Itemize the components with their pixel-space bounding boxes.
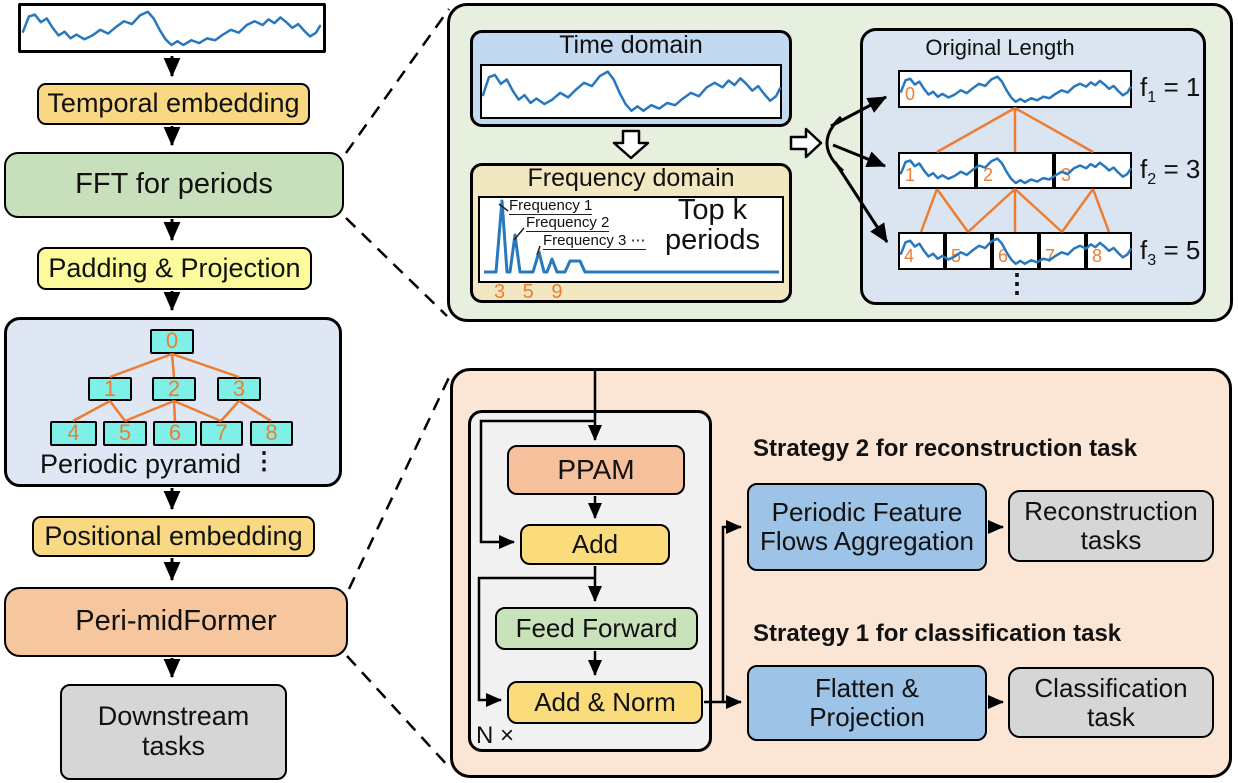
pyramid-node-2-label: 2 [167, 375, 181, 401]
levels-ellipsis: ⋮ [1004, 268, 1030, 298]
pyramid-node-1-label: 1 [103, 375, 117, 401]
peri-midformer-label: Peri-midFormer [75, 605, 277, 638]
f1-base: f [1140, 72, 1148, 102]
frequency-2-label: Frequency 2 [526, 214, 610, 232]
f1-sub: 1 [1147, 88, 1157, 107]
add-norm-box: Add & Norm [507, 681, 703, 724]
top-k-periods-label: Top k periods [645, 195, 780, 256]
dashed-link-fft-bottom [345, 217, 448, 317]
flatten-projection-label: Flatten & Projection [809, 673, 925, 732]
pyramid-node-6: 6 [153, 421, 197, 446]
level3-segment-2-number: 5 [951, 246, 962, 266]
pyramid-node-4: 4 [50, 421, 97, 446]
pyramid-node-3: 3 [217, 375, 261, 401]
feed-forward-box: Feed Forward [495, 607, 698, 650]
pffa-label: Periodic Feature Flows Aggregation [760, 497, 974, 556]
f3-base: f [1140, 235, 1148, 265]
pyramid-node-1: 1 [88, 375, 132, 401]
peri-midformer-box: Peri-midFormer [4, 587, 348, 657]
downstream-tasks-box: Downstream tasks [60, 684, 287, 780]
level1-frequency-label: f1 = 1 [1140, 72, 1201, 107]
f2-base: f [1140, 154, 1148, 184]
top-k-line2: periods [664, 224, 761, 257]
level1-segment-box [898, 70, 1132, 108]
padding-projection-box: Padding & Projection [37, 247, 312, 290]
padding-projection-label: Padding & Projection [48, 252, 301, 283]
level2-segment-3-number: 3 [1061, 165, 1072, 185]
pyramid-node-8: 8 [250, 421, 293, 446]
temporal-embedding-box: Temporal embedding [37, 83, 310, 125]
repeat-count-label: N × [476, 722, 515, 749]
top-k-line1: Top k [677, 194, 748, 226]
positional-embedding-label: Positional embedding [44, 520, 303, 551]
pyramid-ellipsis: ⋮ [252, 448, 276, 475]
dashed-link-fft-top [344, 8, 451, 154]
classification-task-label: Classification task [1034, 672, 1188, 732]
pyramid-node-7-label: 7 [215, 420, 228, 446]
reconstruction-tasks-label: Reconstruction tasks [1024, 496, 1198, 555]
periodic-feature-flows-aggregation-box: Periodic Feature Flows Aggregation [747, 483, 987, 571]
f2-value: = 3 [1163, 154, 1201, 184]
pyramid-node-0: 0 [150, 329, 194, 354]
downstream-tasks-label: Downstream tasks [97, 701, 250, 761]
add-box: Add [520, 524, 670, 565]
strategy2-title: Strategy 2 for reconstruction task [753, 435, 1138, 462]
level2-segment-1-number: 1 [905, 165, 916, 185]
pyramid-node-0-label: 0 [165, 328, 179, 354]
selected-frequencies-label: 3 5 9 [494, 281, 569, 303]
level2-segment-2-number: 2 [983, 165, 994, 185]
original-length-title: Original Length [925, 35, 1075, 60]
pyramid-node-7: 7 [200, 421, 243, 446]
level1-segment-0-number: 0 [905, 84, 916, 104]
add-norm-label: Add & Norm [534, 687, 676, 718]
pyramid-node-6-label: 6 [168, 420, 182, 446]
pyramid-node-4-label: 4 [67, 420, 80, 446]
flatten-projection-box: Flatten & Projection [747, 665, 987, 741]
strategy1-title: Strategy 1 for classification task [753, 620, 1122, 647]
add-label: Add [571, 529, 619, 560]
pyramid-node-3-label: 3 [232, 375, 246, 401]
temporal-embedding-label: Temporal embedding [47, 88, 300, 119]
level3-segment-1-number: 4 [904, 246, 915, 266]
frequency-domain-title: Frequency domain [527, 164, 735, 192]
level3-segment-5-number: 8 [1092, 246, 1103, 266]
periodic-pyramid-label: Periodic pyramid [40, 449, 242, 479]
level3-frequency-label: f3 = 5 [1140, 235, 1201, 270]
dashed-link-perimidformer-bottom [346, 655, 450, 768]
f3-value: = 5 [1163, 235, 1201, 265]
feed-forward-label: Feed Forward [515, 613, 678, 644]
dashed-link-perimidformer-top [347, 370, 454, 590]
ppam-label: PPAM [557, 453, 635, 485]
f1-value: = 1 [1163, 72, 1201, 102]
fft-for-periods-box: FFT for periods [4, 152, 344, 218]
f2-sub: 2 [1147, 170, 1157, 189]
positional-embedding-box: Positional embedding [32, 516, 315, 557]
pyramid-node-8-label: 8 [265, 420, 278, 446]
frequency-1-label: Frequency 1 [509, 197, 593, 215]
input-series-box [18, 3, 326, 53]
frequency-3-label: Frequency 3 ⋯ [543, 232, 646, 250]
time-domain-wave-box [480, 64, 782, 119]
pyramid-node-5-label: 5 [118, 420, 132, 446]
classification-task-box: Classification task [1008, 667, 1214, 738]
level3-segment-4-number: 7 [1045, 246, 1056, 266]
level2-frequency-label: f2 = 3 [1140, 154, 1201, 189]
reconstruction-tasks-box: Reconstruction tasks [1008, 490, 1214, 562]
ppam-box: PPAM [507, 445, 685, 495]
level3-segment-3-number: 6 [998, 246, 1009, 266]
pyramid-node-5: 5 [103, 421, 147, 446]
f3-sub: 3 [1147, 251, 1157, 270]
time-domain-title: Time domain [559, 31, 703, 59]
fft-for-periods-label: FFT for periods [75, 168, 273, 201]
pyramid-node-2: 2 [152, 375, 196, 401]
